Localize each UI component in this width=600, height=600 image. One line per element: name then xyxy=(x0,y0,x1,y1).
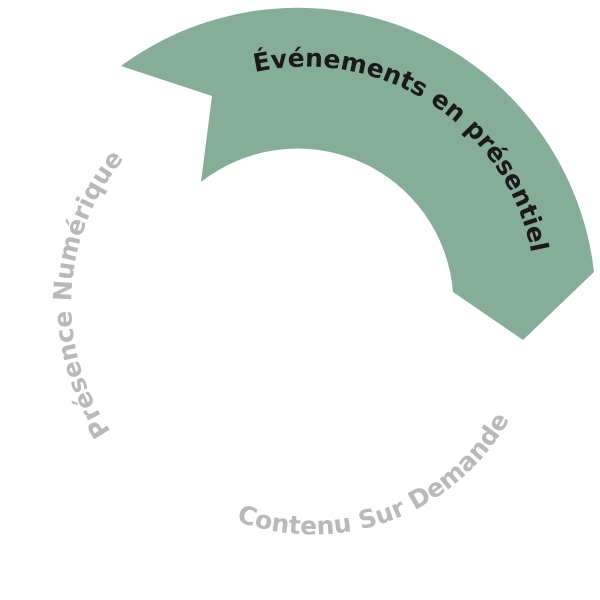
active-segment-arrow[interactable] xyxy=(121,7,594,340)
segment-label-presence[interactable]: Présence Numérique xyxy=(48,144,129,443)
segment-label-contenu[interactable]: Contenu Sur Demande xyxy=(234,407,514,540)
